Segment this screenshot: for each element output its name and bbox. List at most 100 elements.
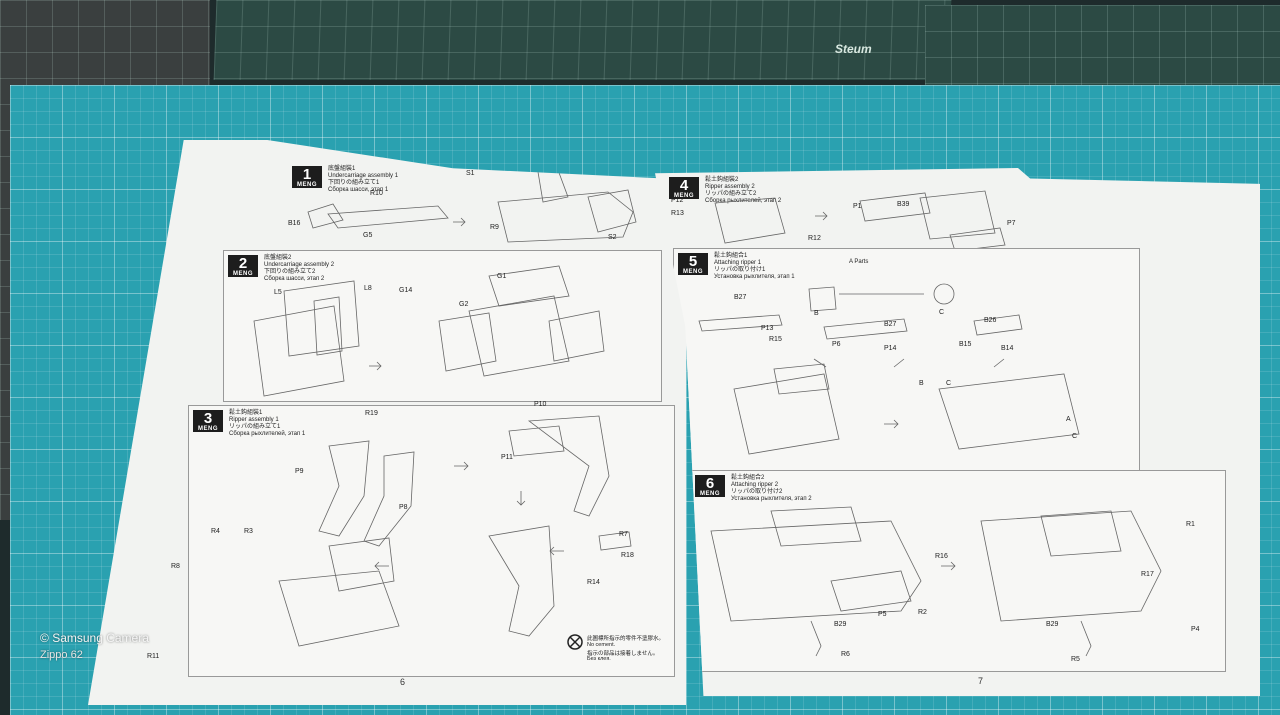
step-3-drawing (278, 415, 632, 647)
step-6-badge: 6 MENG (695, 475, 725, 497)
step-1-label-s2: S2 (608, 234, 617, 241)
step-6-label-p5: P5 (878, 611, 887, 618)
step-6-label-b29-a: B29 (834, 621, 847, 628)
step-6-brand: MENG (700, 491, 720, 497)
step-3-label-r19: R19 (365, 410, 378, 417)
step-4-label-r13: R13 (671, 210, 684, 217)
step-2-title-ru: Сборка шасси, этап 2 (264, 276, 325, 282)
step-3-brand: MENG (198, 426, 218, 432)
step-2-brand: MENG (233, 271, 253, 277)
step-4-title-jp: 鬆土鈎組裝2 (705, 177, 739, 183)
step-5-label-p14: P14 (884, 345, 897, 352)
step-1-label-g5: G5 (363, 232, 373, 239)
step-3-title-ja: リッパの組み立て1 (229, 424, 281, 430)
step-5-label-b-ref: B (919, 380, 924, 387)
step-6-panel: 6 MENG 鬆土鈎組合2 Attaching ripper 2 リッパの取り付… (690, 470, 1226, 672)
step-4-label-p1: P1 (853, 203, 862, 210)
step-6-label-r6: R6 (841, 651, 850, 658)
step-4-label-b39: B39 (897, 201, 910, 208)
step-2-title-en: Undercarriage assembly 2 (264, 262, 335, 268)
step-3-label-r14: R14 (587, 579, 600, 586)
step-1-badge: 1 MENG (292, 166, 322, 188)
step-1-title-en: Undercarriage assembly 1 (328, 173, 399, 179)
step-5-badge: 5 MENG (678, 253, 708, 275)
manual-right-page: 4 MENG 鬆土鈎組裝2 Ripper assembly 2 リッパの組み立て… (655, 168, 1260, 696)
step-5-panel: 5 MENG 鬆土鈎組合1 Attaching ripper 1 リッパの取り付… (672, 248, 1140, 472)
step-4-badge: 4 MENG (669, 177, 699, 199)
step-5-label-p13: P13 (761, 325, 774, 332)
step-1-panel: 1 MENG 底盤組裝1 Undercarriage assembly 1 下回… (288, 162, 650, 250)
step-6-title-ru: Установка рыхлителя, этап 2 (731, 496, 812, 502)
step-2-title-ja: 下回りの組み立て2 (264, 269, 316, 275)
step-1-number: 1 (302, 166, 312, 183)
step-3-label-r8: R8 (171, 563, 180, 570)
no-cement-line-1: 此圖標所指示的零件不塗膠水。 (587, 636, 665, 642)
step-4-number: 4 (679, 177, 689, 194)
step-4-brand: MENG (674, 193, 694, 199)
step-5-label-c: C (939, 309, 945, 316)
step-2-title-jp: 底盤組裝2 (264, 255, 292, 261)
step-6-label-r1: R1 (1186, 521, 1195, 528)
step-5-drawing (698, 283, 1080, 455)
step-4-label-r12: R12 (808, 235, 821, 242)
step-1-label-r10: R10 (370, 190, 383, 197)
step-6-title-ja: リッパの取り付け2 (731, 489, 783, 495)
step-5-label-c-ref-2: C (1072, 433, 1078, 440)
camera-watermark: © Samsung Camera (40, 631, 149, 645)
step-2-drawing (253, 265, 605, 397)
step-1-title-ru: Сборка шасси, этап 1 (328, 187, 389, 193)
step-4-label-p7: P7 (1007, 220, 1016, 227)
step-5-label-a-ref: A (1066, 416, 1071, 423)
step-5-label-c-ref: C (946, 380, 952, 387)
no-cement-icon (567, 634, 583, 650)
step-4-drawing (714, 190, 1006, 248)
step-3-title-jp: 鬆土鈎組裝1 (229, 410, 263, 416)
step-2-label-g2: G2 (459, 301, 469, 308)
mat-brand-text: Steum (835, 42, 872, 56)
step-5-label-b15: B15 (959, 341, 972, 348)
right-page-number: 7 (978, 676, 984, 686)
step-1-label-b16: B16 (288, 220, 301, 227)
step-6-title-jp: 鬆土鈎組合2 (731, 475, 765, 481)
no-cement-legend: 此圖標所指示的零件不塗膠水。 No cement. 指示の部品は接着しません。 … (567, 634, 672, 672)
step-6-label-r17: R17 (1141, 571, 1154, 578)
step-5-label-p6: P6 (832, 341, 841, 348)
step-1-title-ja: 下回りの組み立て1 (328, 180, 380, 186)
back-cutting-mat (213, 0, 952, 80)
manual-left-page: 1 MENG 底盤組裝1 Undercarriage assembly 1 下回… (88, 140, 686, 705)
step-2-badge: 2 MENG (228, 255, 258, 277)
step-6-drawing (710, 506, 1162, 657)
step-5-label-r15: R15 (769, 336, 782, 343)
step-2-label-l5: L5 (274, 289, 282, 296)
step-4-title-en: Ripper assembly 2 (705, 184, 755, 190)
step-5-label-b27-a: B27 (734, 294, 747, 301)
step-6-number: 6 (705, 475, 715, 492)
step-2-number: 2 (238, 255, 248, 272)
left-page-number: 6 (400, 677, 406, 687)
step-4-label-p12: P12 (671, 197, 684, 204)
step-5-title-jp: 鬆土鈎組合1 (714, 253, 748, 259)
watermark-model: Zippo 62 (40, 649, 83, 661)
step-6-title-en: Attaching ripper 2 (731, 482, 779, 488)
step-5-label-b26: B26 (984, 317, 997, 324)
step-4-title-ja: リッパの組み立て2 (705, 191, 757, 197)
step-3-panel: 3 MENG 鬆土鈎組裝1 Ripper assembly 1 リッパの組み立て… (147, 401, 675, 677)
step-3-badge: 3 MENG (193, 410, 223, 432)
step-1-brand: MENG (297, 182, 317, 188)
step-5-title-ja: リッパの取り付け1 (714, 267, 766, 273)
step-6-label-r2: R2 (918, 609, 927, 616)
step-5-brand: MENG (683, 269, 703, 275)
step-3-label-p9: P9 (295, 468, 304, 475)
step-3-title-ru: Сборка рыхлителей, этап 1 (229, 431, 306, 437)
step-3-label-r11: R11 (147, 653, 160, 660)
step-5-parts-header: A Parts (849, 259, 869, 265)
step-6-title: 鬆土鈎組合2 Attaching ripper 2 リッパの取り付け2 Уста… (731, 475, 812, 503)
step-3-title: 鬆土鈎組裝1 Ripper assembly 1 リッパの組み立て1 Сборк… (229, 410, 305, 438)
step-3-title-en: Ripper assembly 1 (229, 417, 279, 423)
step-2-panel: 2 MENG 底盤組裝2 Undercarriage assembly 2 下回… (223, 250, 662, 402)
step-3-label-r7: R7 (619, 531, 628, 538)
step-6-label-r16: R16 (935, 553, 948, 560)
step-5-title-ru: Установка рыхлителя, этап 1 (714, 274, 795, 280)
step-6-label-r5: R5 (1071, 656, 1080, 663)
